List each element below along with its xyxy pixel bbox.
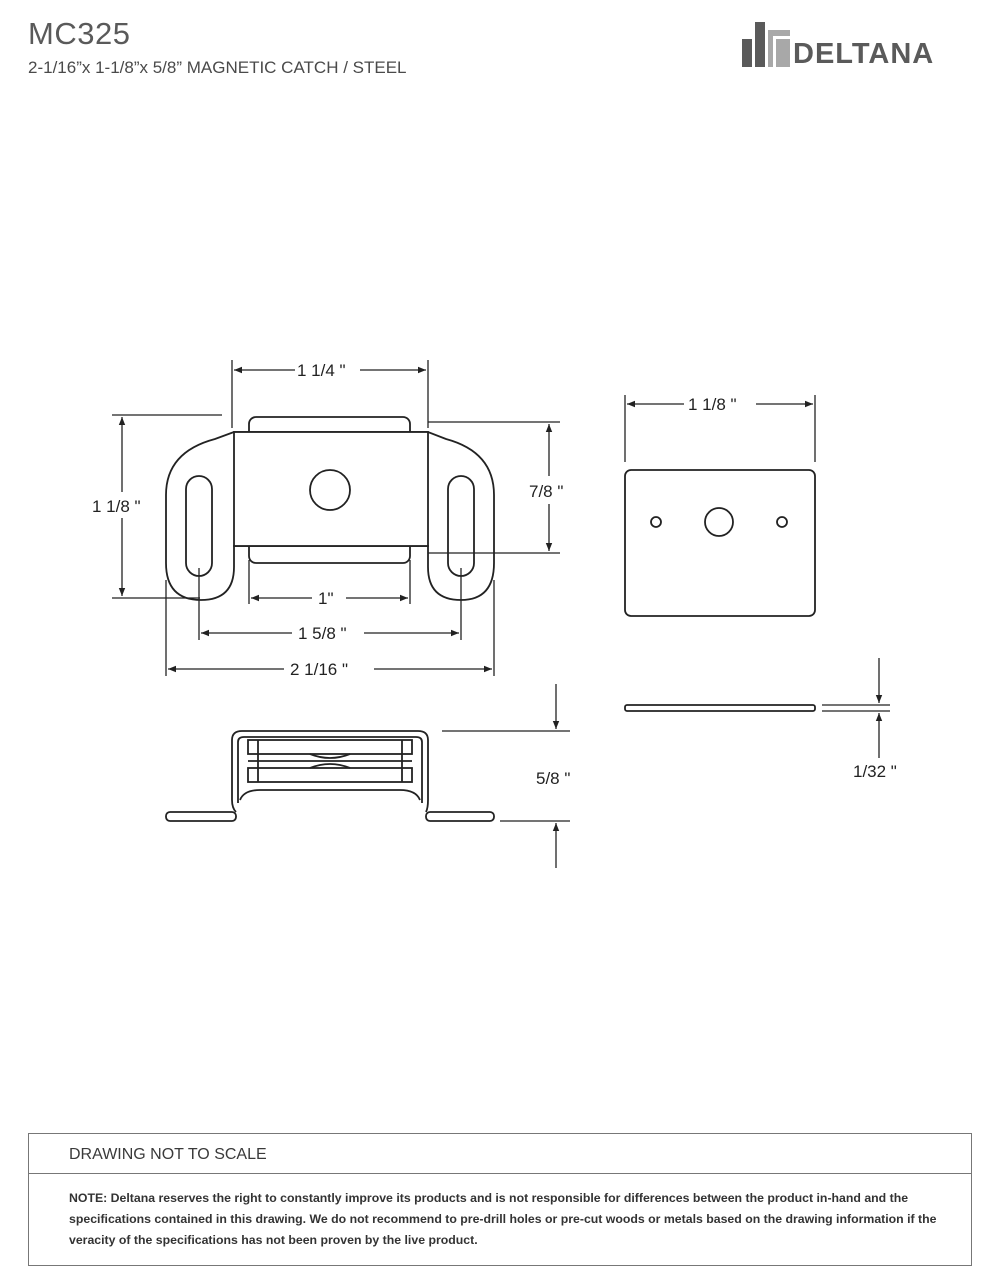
dim-overall-width: 2 1/16 " [290,660,348,679]
disclaimer-box: DRAWING NOT TO SCALE NOTE: Deltana reser… [28,1133,972,1266]
disclaimer-note: NOTE: Deltana reserves the right to cons… [69,1191,937,1247]
magnet-lower [247,767,413,783]
dim-plate-thickness: 1/32 " [853,762,897,781]
left-tab [165,811,237,822]
technical-drawing: 1 1/4 " 1 1/8 " 7/8 " 1" 1 5/8 " 2 1/16 … [92,360,897,868]
scale-notice: DRAWING NOT TO SCALE [29,1134,971,1174]
model-number: MC325 [28,16,131,51]
strike-plate-view [624,469,816,712]
dim-side-height: 5/8 " [536,769,570,788]
dim-magnet-height: 7/8 " [529,482,563,501]
product-subtitle: 2-1/16”x 1-1/8”x 5/8” MAGNETIC CATCH / S… [28,58,407,77]
dim-overall-height: 1 1/8 " [92,497,141,516]
dim-hole-span: 1 5/8 " [298,624,347,643]
right-tab [425,811,495,822]
magnet-upper [247,739,413,755]
plate-screw-hole-left [650,516,662,528]
deltana-logo-icon [742,22,790,67]
plate-center-hole [704,507,734,537]
side-view [165,730,495,822]
brand-name: DELTANA [793,38,935,70]
center-hole [309,469,351,511]
front-view [165,416,495,601]
plate-dimensions [624,395,890,758]
dim-top-width: 1 1/4 " [297,361,346,380]
magnet-housing [233,431,429,547]
plate-screw-hole-right [776,516,788,528]
strike-plate [624,469,816,617]
dim-inner-span: 1" [318,589,334,608]
front-view-dimensions [112,360,560,676]
side-view-dimensions [442,684,570,868]
dim-plate-width: 1 1/8 " [688,395,737,414]
plate-edge [624,704,816,712]
